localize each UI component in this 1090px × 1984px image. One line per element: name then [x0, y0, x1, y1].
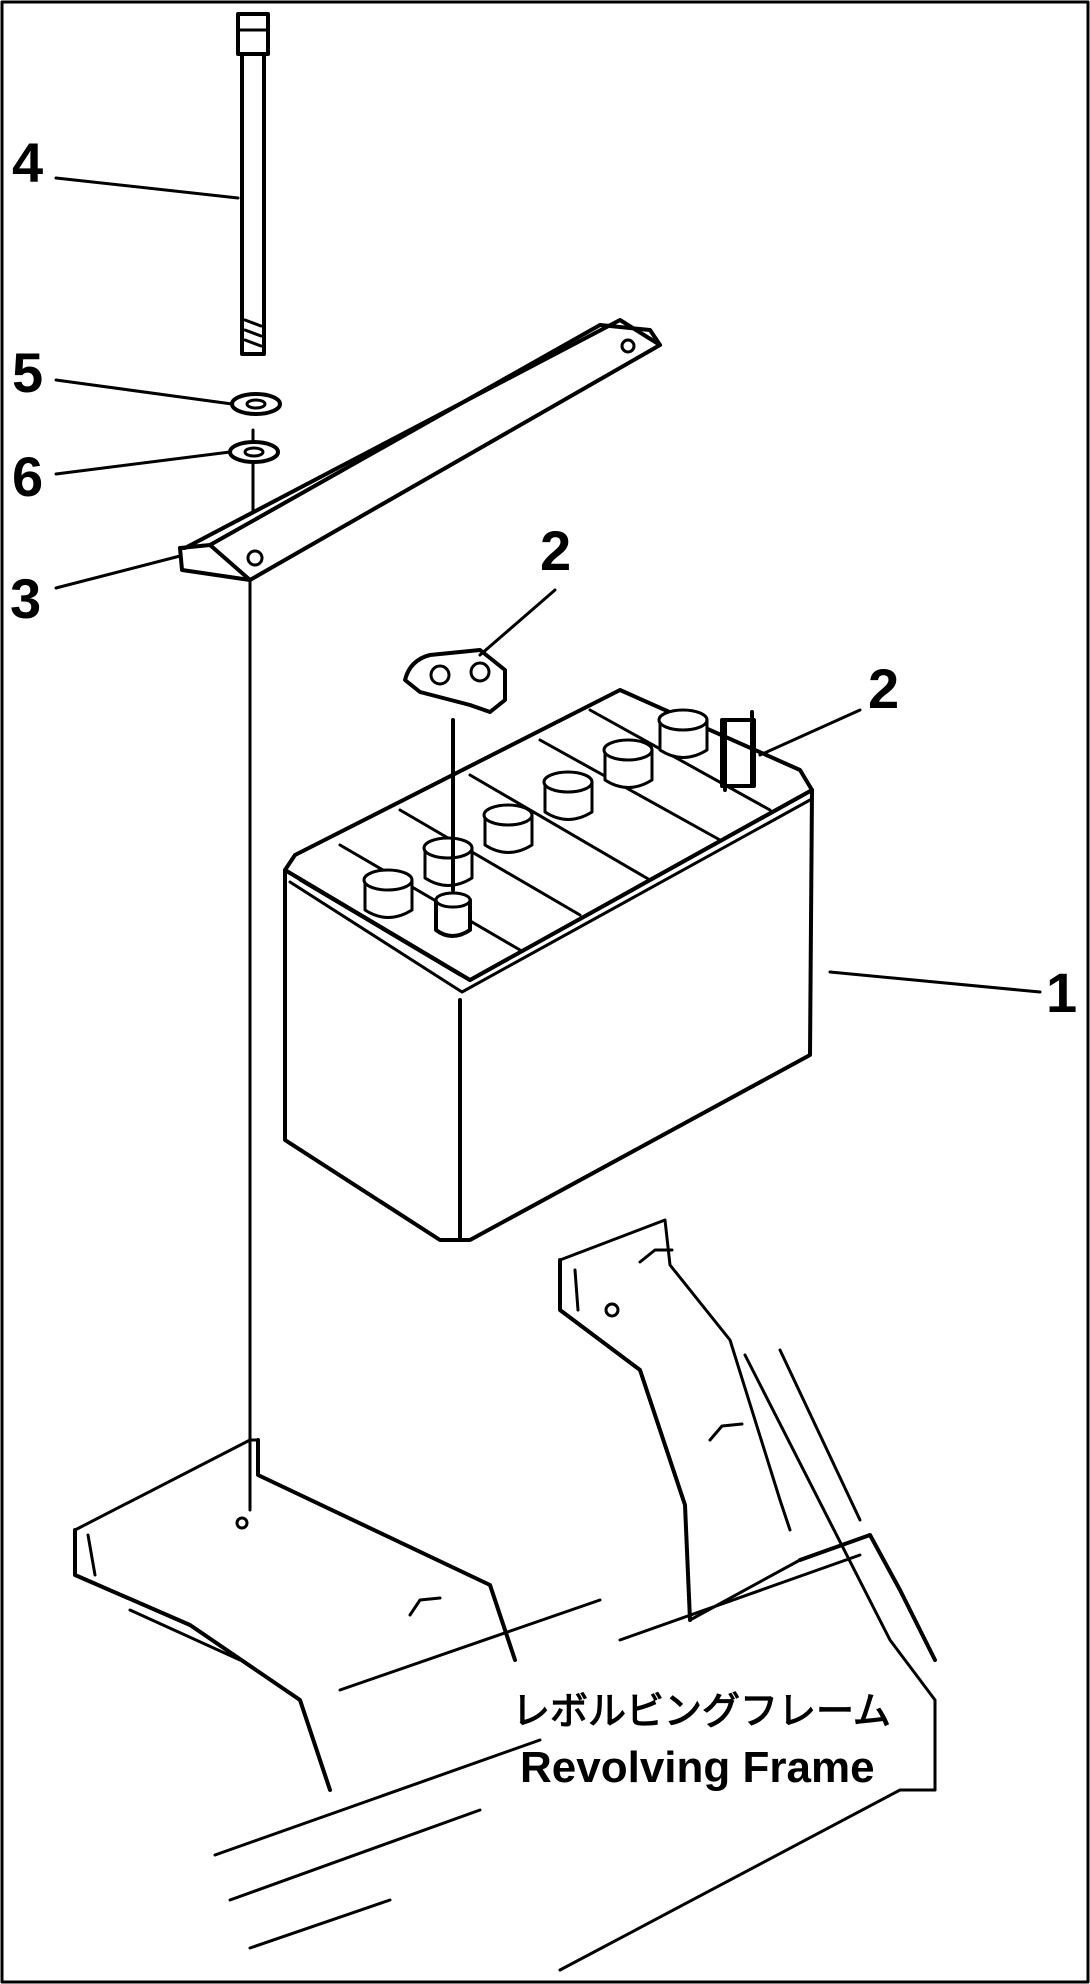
leader-2b [758, 708, 862, 757]
callout-3: 3 [10, 567, 41, 630]
frame-lower-line-1 [213, 1738, 542, 1857]
washer-6-hole [243, 446, 265, 458]
battery-terminal-negative-top [434, 891, 472, 909]
cable-clamp-hole-1 [429, 664, 451, 686]
battery [283, 688, 814, 1242]
frame-label-english: Revolving Frame [520, 1743, 875, 1792]
bolt-nut-top [236, 12, 270, 56]
frame-hole-right [604, 1302, 620, 1318]
bracket-hole [246, 549, 264, 567]
frame-center-plate [256, 1438, 517, 1662]
washer-5-hole [245, 398, 267, 410]
revolving-frame [73, 1218, 937, 1972]
battery-cap-top [422, 836, 474, 860]
battery-top-lip [288, 798, 812, 994]
callout-2a: 2 [540, 519, 571, 582]
frame-right-bracket-outer [558, 1258, 692, 1622]
bolt-shaft [240, 52, 266, 356]
frame-left-edge [73, 1528, 332, 1792]
battery-caps [362, 708, 709, 919]
frame-right-foot [688, 1558, 802, 1622]
frame-left-rib [128, 1608, 242, 1662]
frame-weld-mark-3 [638, 1248, 674, 1264]
battery-cell-divider-1 [338, 843, 522, 952]
battery-cell-divider-5 [588, 708, 772, 812]
cable-clamp-body [403, 648, 507, 714]
frame-mid-line [618, 1553, 862, 1642]
battery-cap-top [602, 738, 654, 762]
frame-right-inner [778, 1348, 862, 1522]
callout-1: 1 [1046, 961, 1077, 1024]
battery-lid-line [298, 878, 462, 977]
leader-3 [54, 554, 182, 590]
leader-6 [54, 450, 232, 476]
bolt [236, 12, 270, 1512]
callout-4: 4 [12, 131, 43, 194]
frame-lower-line-3 [248, 1898, 392, 1950]
frame-weld-mark-2 [708, 1422, 744, 1442]
frame-right-lip [573, 1268, 580, 1312]
battery-cap-top [482, 803, 534, 827]
frame-left-top [73, 1438, 260, 1532]
frame-label-japanese: レボルビングフレーム [512, 1689, 891, 1733]
bracket-top-edge [208, 323, 662, 547]
frame-right-edge [743, 1353, 937, 1792]
leader-4 [54, 176, 240, 200]
battery-cell-divider-4 [538, 738, 722, 842]
callout-2b: 2 [868, 657, 899, 720]
leader-5 [54, 378, 234, 406]
frame-right-step [798, 1533, 937, 1662]
battery-terminal-positive-body [720, 718, 756, 788]
bracket [178, 318, 662, 582]
bolt-thread [243, 318, 263, 348]
washer-6 [228, 440, 280, 464]
callout-6: 6 [12, 445, 43, 508]
battery-cell-divider-2 [398, 808, 582, 917]
battery-cap-top [542, 770, 594, 794]
frame-weld-mark-1 [408, 1596, 442, 1617]
frame-hole-left [235, 1516, 249, 1530]
battery-top [283, 688, 814, 982]
battery-cell-divider-3 [468, 773, 652, 882]
leader-lines [54, 176, 1042, 994]
frame-left-lip [86, 1533, 97, 1577]
leader-1 [828, 970, 1042, 994]
frame-lower-line-4 [558, 1788, 937, 1972]
leader-2a [478, 588, 557, 657]
cable-clamp-hole-2 [469, 661, 491, 683]
battery-cap-top [362, 868, 414, 892]
frame-mid-line-2 [338, 1598, 602, 1692]
cable-clamp [403, 648, 507, 714]
frame-lower-line-2 [228, 1808, 482, 1902]
battery-terminal-negative [434, 898, 472, 938]
frame-right-bracket-top [558, 1218, 792, 1532]
washer-5 [230, 392, 282, 416]
bracket-hole-far [620, 338, 636, 354]
callout-5: 5 [12, 341, 43, 404]
battery-cap-top [657, 708, 709, 732]
